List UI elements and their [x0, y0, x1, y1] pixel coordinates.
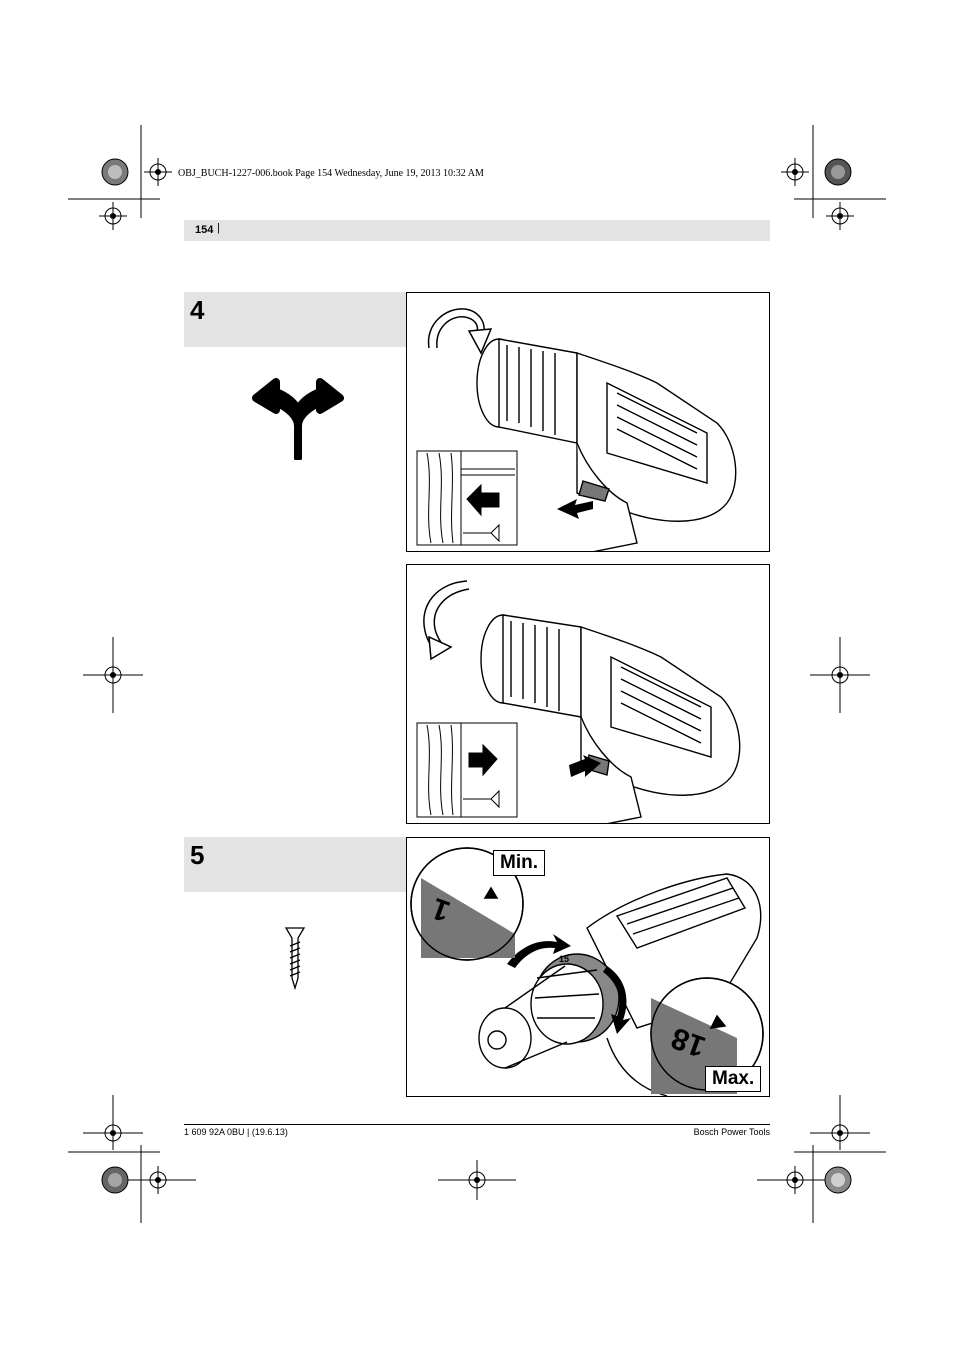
step-4-box: 4 [184, 292, 406, 347]
rotation-clockwise-arrow-icon [427, 308, 493, 355]
page-number-separator: | [217, 222, 220, 234]
ring-mark: 15 [559, 954, 569, 964]
figure-4-reverse-rotation [406, 564, 770, 824]
step-5-box: 5 [184, 837, 406, 892]
figure-5-torque-setting: 15 1 18 Min. Max. [406, 837, 770, 1097]
direction-split-arrow-icon [252, 378, 344, 462]
step-number: 4 [190, 295, 205, 325]
max-label: Max. [705, 1066, 762, 1092]
rotation-counterclockwise-arrow-icon [423, 580, 470, 661]
footer-brand: Bosch Power Tools [693, 1127, 770, 1137]
screw-icon [284, 926, 306, 991]
page-number: 154 [195, 224, 214, 236]
figure-4-forward-rotation [406, 292, 770, 552]
step-number: 5 [190, 840, 205, 870]
footer-document-code: 1 609 92A 0BU | (19.6.13) [184, 1127, 288, 1137]
footer-rule [184, 1124, 770, 1125]
min-label: Min. [493, 850, 545, 876]
page-header-bar [184, 220, 770, 241]
print-metadata: OBJ_BUCH-1227-006.book Page 154 Wednesda… [178, 168, 484, 179]
